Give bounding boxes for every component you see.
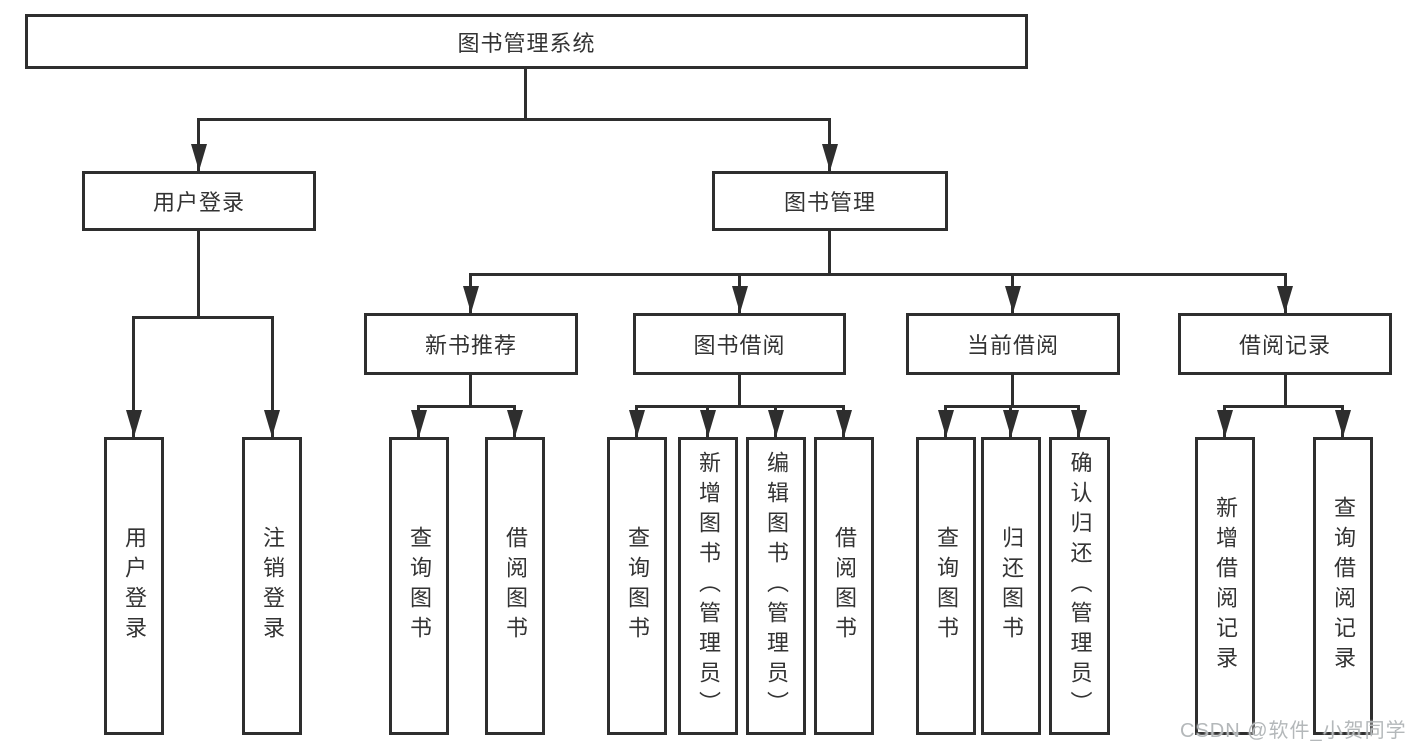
connector-newbook-trunk <box>469 375 472 405</box>
connector-user-login-splitter <box>132 316 274 319</box>
arrowhead <box>1335 410 1351 437</box>
leaf-borrow-query: 查询图书 <box>607 437 667 735</box>
connector-currentborrow-splitter <box>944 405 1080 408</box>
arrowhead <box>768 410 784 437</box>
arrowhead <box>629 410 645 437</box>
arrowhead <box>938 410 954 437</box>
leaf-query-borrow-record-label: 查询借阅记录 <box>1331 496 1356 676</box>
arrowhead <box>1003 410 1019 437</box>
arrowhead <box>1217 410 1233 437</box>
connector-root-trunk <box>524 69 527 118</box>
arrowhead <box>191 144 207 171</box>
arrowhead <box>836 410 852 437</box>
leaf-borrow-add-book-admin: 新增图书（管理员） <box>678 437 738 735</box>
leaf-return-book-label: 归还图书 <box>999 526 1024 646</box>
connector-currentborrow-trunk <box>1011 375 1014 405</box>
leaf-current-query: 查询图书 <box>916 437 976 735</box>
connector-bookborrow-trunk <box>738 375 741 405</box>
arrowhead <box>463 286 479 313</box>
leaf-borrow-edit-book-admin-label: 编辑图书（管理员） <box>764 451 789 721</box>
arrowhead <box>822 144 838 171</box>
connector-level3-splitter <box>469 273 1287 276</box>
node-book-management: 图书管理 <box>712 171 948 231</box>
arrowhead <box>126 410 142 437</box>
leaf-newbooks-borrow: 借阅图书 <box>485 437 545 735</box>
connector-user-login-trunk <box>197 231 200 316</box>
node-root-label: 图书管理系统 <box>457 30 596 56</box>
arrowhead <box>411 410 427 437</box>
node-book-borrow: 图书借阅 <box>633 313 846 375</box>
leaf-borrow-book-label: 借阅图书 <box>832 526 857 646</box>
leaf-borrow-query-label: 查询图书 <box>625 526 650 646</box>
node-borrow-records-label: 借阅记录 <box>1238 333 1331 358</box>
connector-bookborrow-splitter <box>635 405 845 408</box>
arrowhead <box>264 410 280 437</box>
node-new-book-recommend: 新书推荐 <box>364 313 578 375</box>
arrowhead <box>700 410 716 437</box>
leaf-current-query-label: 查询图书 <box>934 526 959 646</box>
node-new-book-recommend-label: 新书推荐 <box>424 333 517 358</box>
leaf-confirm-return-admin: 确认归还（管理员） <box>1049 437 1110 735</box>
leaf-add-borrow-record: 新增借阅记录 <box>1195 437 1255 735</box>
arrowhead <box>507 410 523 437</box>
leaf-logout-label: 注销登录 <box>260 526 285 646</box>
leaf-newbooks-borrow-label: 借阅图书 <box>503 526 528 646</box>
leaf-user-login-label: 用户登录 <box>122 526 147 646</box>
node-borrow-records: 借阅记录 <box>1178 313 1392 375</box>
arrowhead <box>1071 410 1087 437</box>
leaf-borrow-edit-book-admin: 编辑图书（管理员） <box>746 437 806 735</box>
node-user-login-label: 用户登录 <box>152 190 245 215</box>
connector-leg-leaf-logout <box>271 316 274 437</box>
connector-borrowrecords-trunk <box>1284 375 1287 405</box>
node-current-borrow-label: 当前借阅 <box>966 333 1059 358</box>
leaf-add-borrow-record-label: 新增借阅记录 <box>1213 496 1238 676</box>
arrowhead <box>1005 286 1021 313</box>
leaf-logout: 注销登录 <box>242 437 302 735</box>
arrowhead <box>732 286 748 313</box>
leaf-borrow-add-book-admin-label: 新增图书（管理员） <box>696 451 721 721</box>
leaf-newbooks-query: 查询图书 <box>389 437 449 735</box>
node-user-login: 用户登录 <box>82 171 316 231</box>
connector-leg-leaf-user-login <box>132 316 135 437</box>
connector-book-management-trunk <box>828 231 831 273</box>
arrowhead <box>1277 286 1293 313</box>
leaf-confirm-return-admin-label: 确认归还（管理员） <box>1067 451 1093 721</box>
leaf-return-book: 归还图书 <box>981 437 1041 735</box>
connector-borrowrecords-splitter <box>1223 405 1344 408</box>
node-current-borrow: 当前借阅 <box>906 313 1120 375</box>
connector-newbook-splitter <box>417 405 516 408</box>
connector-level2-splitter <box>197 118 831 121</box>
node-book-borrow-label: 图书借阅 <box>693 333 786 358</box>
node-root: 图书管理系统 <box>25 14 1028 69</box>
leaf-query-borrow-record: 查询借阅记录 <box>1313 437 1373 735</box>
leaf-user-login: 用户登录 <box>104 437 164 735</box>
node-book-management-label: 图书管理 <box>783 190 876 215</box>
leaf-borrow-book: 借阅图书 <box>814 437 874 735</box>
csdn-watermark: CSDN @软件_小贺同学 <box>1180 720 1405 742</box>
leaf-newbooks-query-label: 查询图书 <box>407 526 432 646</box>
